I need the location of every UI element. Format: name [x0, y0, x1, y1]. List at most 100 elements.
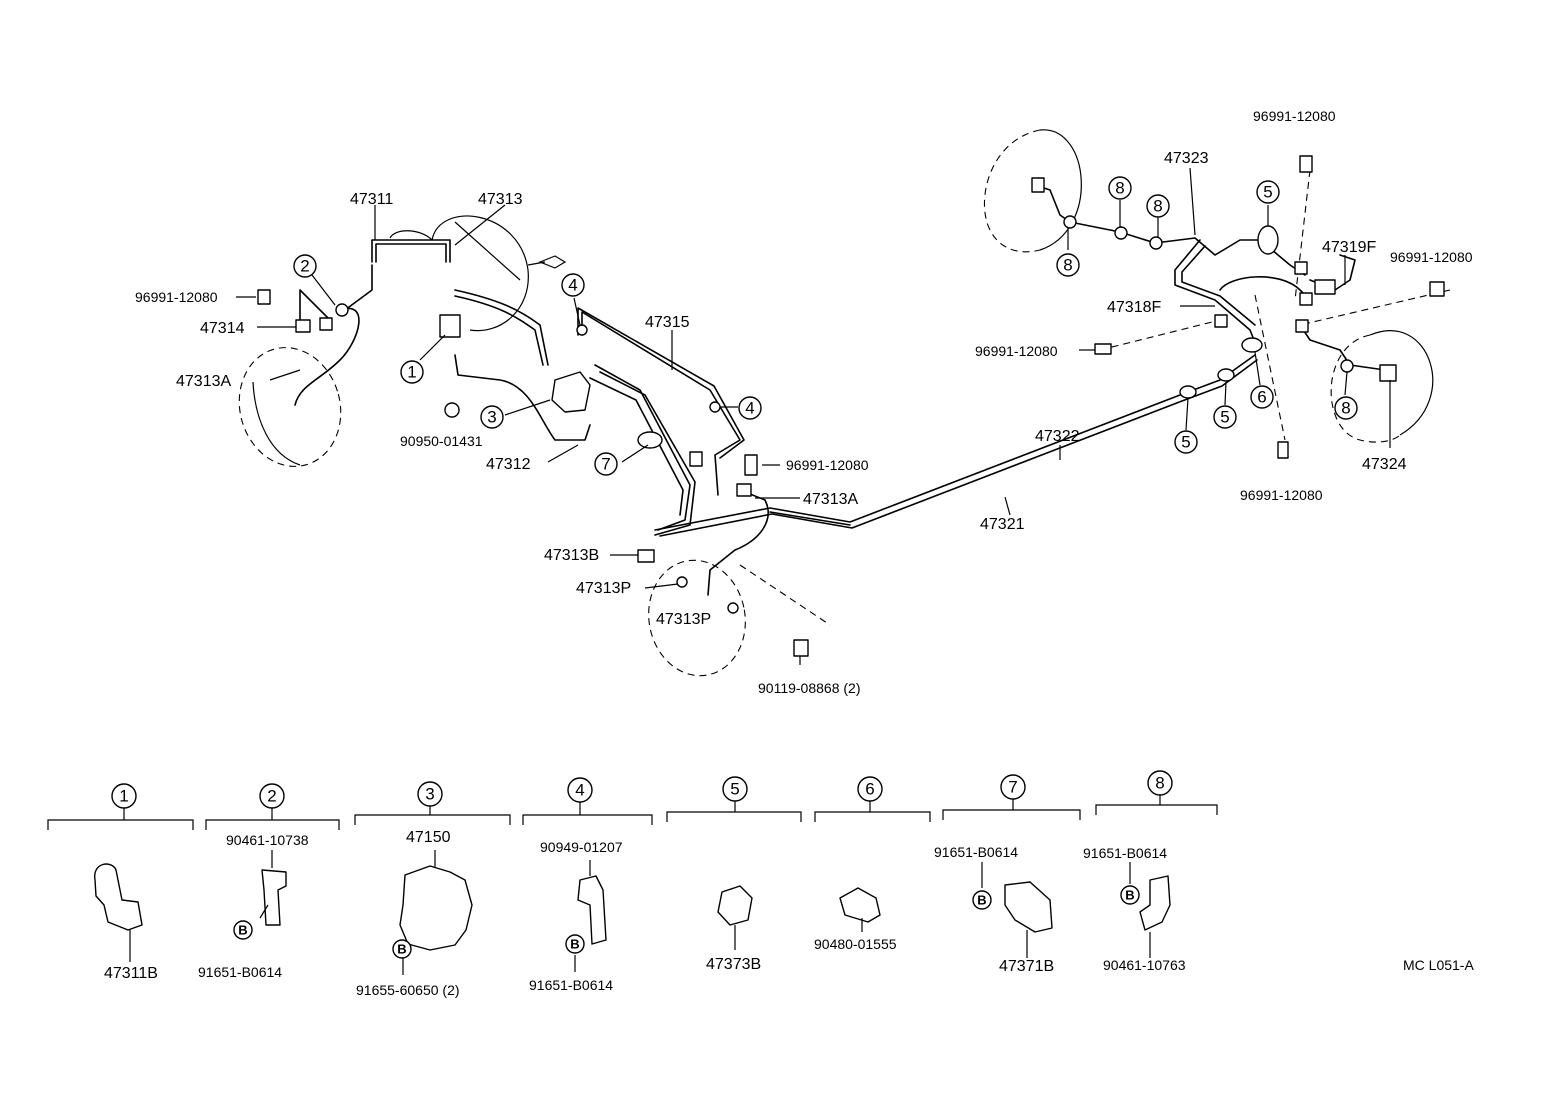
- callout-circle-7: 7: [594, 452, 618, 476]
- legend-g4-top: 90949-01207: [540, 839, 623, 855]
- svg-text:B: B: [570, 937, 579, 952]
- bolt-mark-8: B: [1120, 885, 1140, 905]
- bolt-mark-3: B: [392, 939, 412, 959]
- svg-text:2: 2: [300, 257, 309, 276]
- svg-text:5: 5: [1263, 183, 1272, 202]
- callout-circle-5a: 5: [1256, 180, 1280, 204]
- label-47322: 47322: [1035, 428, 1080, 445]
- label-47324: 47324: [1362, 456, 1407, 473]
- label-47313: 47313: [478, 191, 523, 208]
- legend-g1-bottom: 47311B: [104, 965, 158, 982]
- legend-circle-6: 6: [857, 776, 883, 802]
- right-rear-drum-top: [983, 129, 1082, 253]
- svg-text:7: 7: [1008, 778, 1017, 797]
- right-rear-drum-bottom: [1330, 330, 1434, 443]
- bolt-mark-2: B: [233, 920, 253, 940]
- label-47312: 47312: [486, 456, 531, 473]
- legend-g2-top: 90461-10738: [226, 832, 309, 848]
- svg-text:5: 5: [730, 780, 739, 799]
- callout-circle-3: 3: [480, 405, 504, 429]
- legend-g8-top: 91651-B0614: [1083, 845, 1167, 861]
- svg-text:6: 6: [1257, 388, 1266, 407]
- svg-text:4: 4: [745, 399, 754, 418]
- legend-circle-5: 5: [722, 776, 748, 802]
- legend-circles: 1 2 3 4 5 6 7 8: [111, 770, 1173, 809]
- svg-text:3: 3: [425, 785, 434, 804]
- svg-text:4: 4: [568, 276, 577, 295]
- callout-circle-8a: 8: [1108, 176, 1132, 200]
- left-front-brake-disc: [238, 347, 342, 467]
- callout-circle-8b: 8: [1146, 194, 1170, 218]
- label-96991-rmid: 96991-12080: [975, 343, 1058, 359]
- svg-text:7: 7: [601, 455, 610, 474]
- label-96991-left: 96991-12080: [135, 289, 218, 305]
- label-90950: 90950-01431: [400, 433, 483, 449]
- legend-g5-bottom: 47373B: [706, 956, 761, 973]
- legend-circle-8: 8: [1147, 770, 1173, 796]
- callout-circle-4b: 4: [738, 396, 762, 420]
- label-96991-bottom: 96991-12080: [1240, 487, 1323, 503]
- callout-circle-8c: 8: [1056, 253, 1080, 277]
- right-parts: [1031, 155, 1445, 459]
- legend-g7-top: 91651-B0614: [934, 844, 1018, 860]
- svg-text:4: 4: [575, 781, 584, 800]
- legend-circle-1: 1: [111, 783, 137, 809]
- label-47313p-2: 47313P: [656, 611, 711, 628]
- legend-circle-4: 4: [567, 777, 593, 803]
- callout-circle-6: 6: [1250, 385, 1274, 409]
- label-47321: 47321: [980, 516, 1025, 533]
- callout-circle-4a: 4: [561, 273, 585, 297]
- label-96991-mid: 96991-12080: [786, 457, 869, 473]
- svg-text:8: 8: [1063, 256, 1072, 275]
- callout-circle-5b: 5: [1213, 405, 1237, 429]
- left-pipes: [294, 239, 1258, 596]
- legend-circle-3: 3: [417, 781, 443, 807]
- svg-text:3: 3: [487, 408, 496, 427]
- svg-text:5: 5: [1220, 408, 1229, 427]
- svg-text:1: 1: [407, 363, 416, 382]
- label-47314: 47314: [200, 320, 245, 337]
- legend-g4-bottom: 91651-B0614: [529, 977, 613, 993]
- legend-g7-bottom: 47371B: [999, 958, 1054, 975]
- legend-circle-2: 2: [259, 783, 285, 809]
- legend-bolt-marks: B B B B B: [233, 885, 1140, 959]
- bolt-mark-7: B: [972, 890, 992, 910]
- label-47313a-mid: 47313A: [803, 491, 858, 508]
- bolt-mark-4: B: [565, 934, 585, 954]
- svg-text:2: 2: [267, 787, 276, 806]
- callout-circle-1: 1: [400, 360, 424, 384]
- label-47319f: 47319F: [1322, 239, 1376, 256]
- callout-circle-2: 2: [293, 254, 317, 278]
- callout-circle-8d: 8: [1334, 396, 1358, 420]
- right-pipes: [1034, 169, 1451, 441]
- legend-g3-top: 47150: [406, 829, 451, 846]
- left-front-lower-disc: [648, 559, 831, 677]
- label-47323: 47323: [1164, 150, 1209, 167]
- label-47313p-1: 47313P: [576, 580, 631, 597]
- svg-text:B: B: [977, 893, 986, 908]
- svg-text:B: B: [238, 923, 247, 938]
- legend-g3-bottom: 91655-60650 (2): [356, 982, 460, 998]
- svg-text:B: B: [397, 942, 406, 957]
- legend-g6-bottom: 90480-01555: [814, 936, 897, 952]
- legend-g8-bottom: 90461-10763: [1103, 957, 1186, 973]
- label-96991-top: 96991-12080: [1253, 108, 1336, 124]
- brake-booster: [389, 215, 567, 332]
- left-parts: [257, 289, 809, 657]
- legend-parts: [94, 850, 1171, 975]
- label-47313a-left: 47313A: [176, 373, 231, 390]
- svg-text:B: B: [1125, 888, 1134, 903]
- callout-circle-5c: 5: [1174, 430, 1198, 454]
- label-47318f: 47318F: [1107, 299, 1161, 316]
- label-47315: 47315: [645, 314, 690, 331]
- label-90119: 90119-08868 (2): [758, 680, 860, 696]
- svg-text:8: 8: [1341, 399, 1350, 418]
- label-96991-right: 96991-12080: [1390, 249, 1473, 265]
- legend-circle-7: 7: [1000, 774, 1026, 800]
- legend-brackets: [47, 795, 1218, 830]
- svg-text:8: 8: [1153, 197, 1162, 216]
- label-47311: 47311: [350, 191, 393, 208]
- legend-g2-bottom: 91651-B0614: [198, 964, 282, 980]
- leader-lines: [236, 167, 1391, 665]
